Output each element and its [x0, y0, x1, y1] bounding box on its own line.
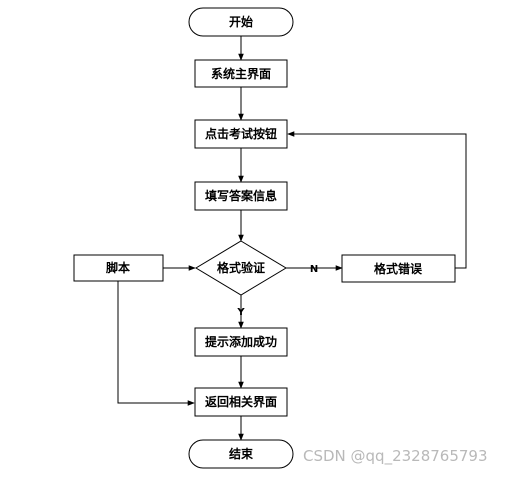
main-ui-label: 系统主界面: [211, 66, 271, 81]
return-page-box: [194, 387, 288, 417]
end-terminal: [188, 439, 294, 469]
fill-answer-label: 填写答案信息: [205, 188, 277, 203]
watermark-text: CSDN @qq_2328765793: [303, 447, 488, 465]
add-success-label: 提示添加成功: [205, 334, 277, 349]
return-page-label: 返回相关界面: [205, 394, 277, 409]
format-check-label: 格式验证: [217, 260, 265, 275]
fill-answer-box: [194, 181, 288, 211]
edge-error-loop-to-click: [287, 131, 467, 269]
end-label: 结束: [229, 446, 254, 461]
main-ui-box: [194, 59, 288, 88]
add-success-box: [194, 327, 288, 357]
click-exam-box: [194, 119, 288, 149]
script-label: 脚本: [106, 260, 130, 275]
yes-edge-label: Y: [236, 307, 245, 318]
no-edge-label: N: [310, 264, 318, 275]
script-box: [73, 254, 164, 282]
click-exam-label: 点击考试按钮: [205, 126, 277, 141]
format-error-label: 格式错误: [374, 261, 423, 276]
start-terminal: [188, 7, 294, 37]
edge-script-to-return: [117, 281, 195, 406]
format-check-diamond: [195, 240, 287, 296]
start-label: 开始: [229, 14, 253, 29]
format-error-box: [341, 254, 456, 283]
